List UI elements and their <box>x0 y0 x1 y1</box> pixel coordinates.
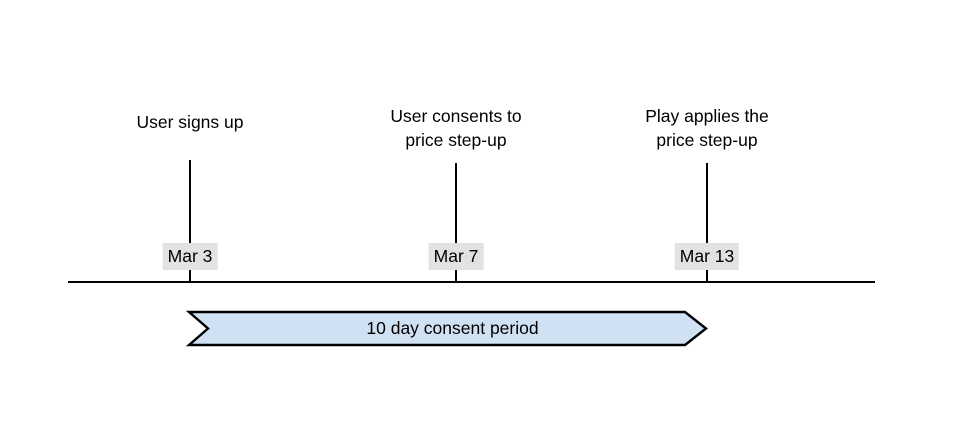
timeline-axis <box>68 281 875 283</box>
event-label-line: User consents to <box>390 106 522 126</box>
consent-period-banner: 10 day consent period <box>185 310 708 347</box>
chevron-arrow-icon <box>185 310 708 347</box>
event-label-line: User signs up <box>136 112 244 132</box>
event-date-user-consents: Mar 7 <box>428 243 484 270</box>
consent-period-label: 10 day consent period <box>366 318 539 338</box>
event-label-line: price step-up <box>405 130 507 150</box>
event-label-play-applies-step-up: Play applies the price step-up <box>645 104 769 152</box>
event-label-user-consents: User consents to price step-up <box>390 104 521 152</box>
event-tick-play-applies-step-up <box>706 163 708 282</box>
event-date-play-applies-step-up: Mar 13 <box>674 243 740 270</box>
event-label-line: Play applies the <box>645 106 769 126</box>
event-label-line: price step-up <box>656 130 758 150</box>
event-tick-user-signs-up <box>189 160 191 282</box>
event-date-user-signs-up: Mar 3 <box>162 243 218 270</box>
event-label-user-signs-up: User signs up <box>137 110 244 134</box>
event-tick-user-consents <box>455 163 457 282</box>
